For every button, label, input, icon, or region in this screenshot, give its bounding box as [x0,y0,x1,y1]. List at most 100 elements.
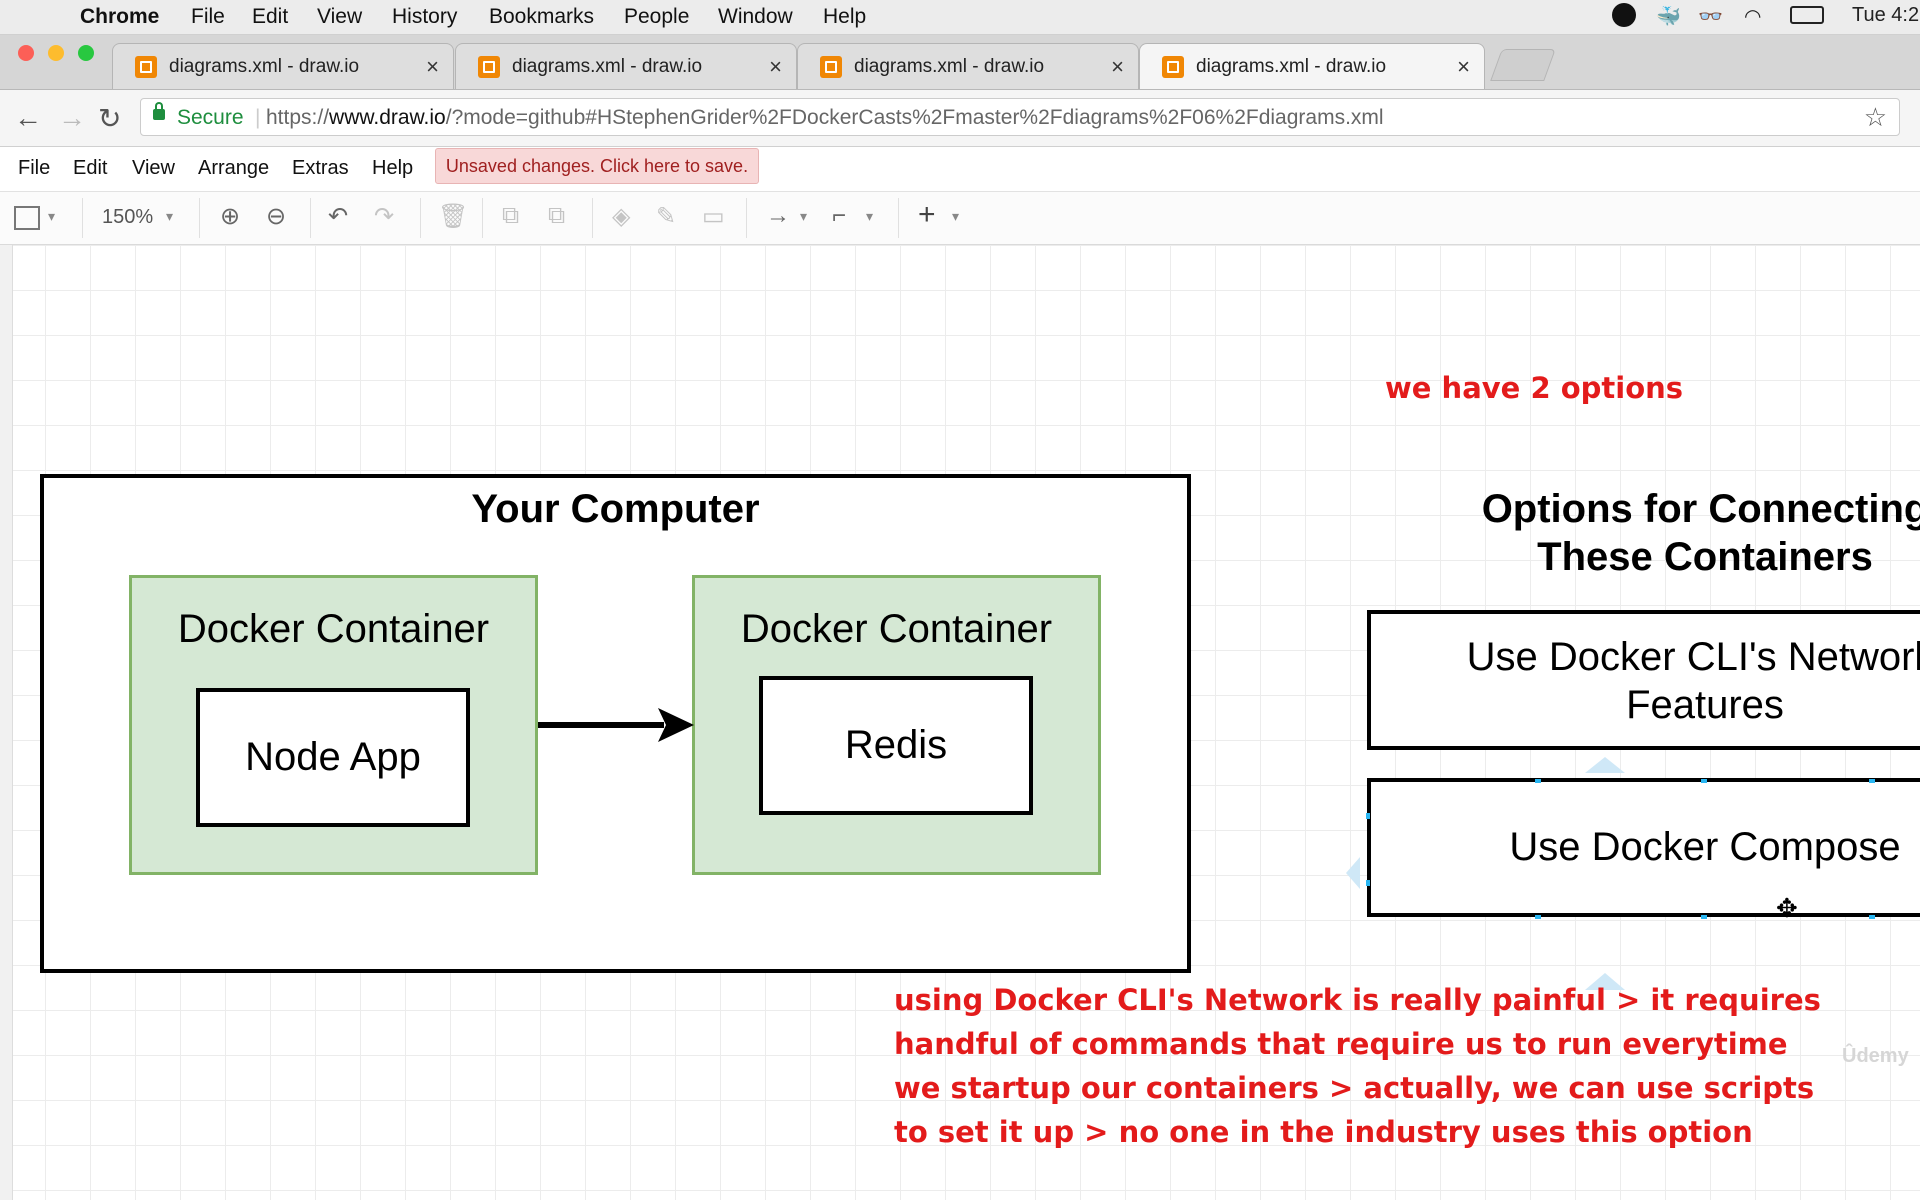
waypoints-icon[interactable]: ⌐ [832,202,847,229]
tab-title: diagrams.xml - draw.io [1196,56,1387,77]
redo-icon[interactable]: ↷ [374,203,395,230]
zoom-in-icon[interactable]: ⊕ [220,203,241,230]
menu-app-chrome[interactable]: Chrome [80,5,160,28]
drawio-menu-help[interactable]: Help [372,157,414,179]
node-app-box[interactable] [196,688,470,827]
toolbar-separator [746,198,747,238]
tab-title: diagrams.xml - draw.io [854,56,1045,77]
toolbar-separator [898,198,899,238]
options-heading: Options for Connecting These Containers [1380,485,1920,581]
toolbar-separator [310,198,311,238]
line-color-icon[interactable]: ✎ [656,203,677,230]
hover-arrow-up-icon [1585,757,1625,773]
chevron-down-icon[interactable]: ▾ [866,208,874,224]
zoom-level[interactable]: 150% [102,206,154,228]
to-back-icon[interactable]: ⧉ [548,202,566,229]
menu-help[interactable]: Help [823,5,867,28]
tab-close-icon[interactable]: × [1111,54,1124,79]
insert-plus-icon[interactable]: + [918,198,936,231]
note-line: to set it up > no one in the industry us… [894,1115,1753,1149]
macos-menu-bar: Chrome File Edit View History Bookmarks … [0,0,1920,35]
new-tab-button[interactable] [1490,49,1556,81]
note-line: using Docker CLI's Network is really pai… [894,983,1821,1017]
tab-title: diagrams.xml - draw.io [169,56,360,77]
drawio-menu-bar: File Edit View Arrange Extras Help Unsav… [0,147,1920,192]
option-docker-compose-box[interactable] [1367,778,1920,917]
browser-tab[interactable]: diagrams.xml - draw.io × [455,43,797,89]
browser-tab[interactable]: diagrams.xml - draw.io × [112,43,454,89]
connection-arrow[interactable] [536,700,696,750]
chevron-down-icon[interactable]: ▾ [952,208,960,224]
clock[interactable]: Tue 4:2 [1852,4,1920,26]
window-minimize-button[interactable] [48,45,64,61]
drawio-favicon-icon [135,56,157,78]
glasses-icon[interactable]: 👓 [1698,6,1723,28]
drawio-favicon-icon [478,56,500,78]
omnibox-separator: | [255,106,261,129]
url-host: www.draw.io [329,106,446,129]
option-docker-compose-label: Use Docker Compose [1509,825,1901,869]
address-bar: ← → ↻ Secure | https://www.draw.io/?mode… [0,90,1920,147]
menu-edit[interactable]: Edit [252,5,289,28]
options-heading-line1: Options for Connecting [1481,487,1920,531]
zoom-out-icon[interactable]: ⊖ [266,203,287,230]
udemy-watermark: Ûdemy [1842,1045,1909,1067]
bookmark-star-icon[interactable]: ☆ [1863,102,1887,132]
tab-close-icon[interactable]: × [769,54,782,79]
option-docker-cli-box[interactable] [1367,610,1920,750]
menu-window[interactable]: Window [718,5,793,28]
unsaved-changes-button[interactable]: Unsaved changes. Click here to save. [435,148,759,184]
url-path: /?mode=github#HStephenGrider%2FDockerCas… [445,106,1384,129]
recording-icon[interactable] [1612,3,1636,27]
note-line: handful of commands that require us to r… [894,1027,1788,1061]
shadow-icon[interactable]: ▭ [702,203,725,230]
drawio-menu-extras[interactable]: Extras [292,157,349,179]
docker-icon[interactable]: 🐳 [1656,6,1681,28]
forward-arrow-icon[interactable]: → [58,102,86,133]
to-front-icon[interactable]: ⧉ [502,202,520,229]
menu-file[interactable]: File [191,5,225,28]
drawio-menu-view[interactable]: View [132,157,175,179]
redis-box[interactable] [759,676,1033,815]
reload-icon[interactable]: ↻ [98,103,122,134]
sidebar-collapsed-strip[interactable] [0,245,13,1200]
drawio-toolbar: ▾ 150% ▾ ⊕ ⊖ ↶ ↷ 🗑 ⧉ ⧉ ◈ ✎ ▭ → ▾ ⌐ ▾ + ▾ [0,192,1920,245]
drawio-menu-arrange[interactable]: Arrange [198,157,270,179]
tab-close-icon[interactable]: × [1457,54,1470,79]
docker-container-right-title: Docker Container [740,607,1053,651]
wifi-icon[interactable]: ◠ [1744,6,1762,28]
back-arrow-icon[interactable]: ← [14,102,42,133]
tab-title: diagrams.xml - draw.io [512,56,703,77]
selection-handles[interactable] [1330,745,1920,1005]
format-panel-icon[interactable] [14,206,40,230]
menu-view[interactable]: View [317,5,363,28]
your-computer-title: Your Computer [471,487,760,531]
menu-history[interactable]: History [392,5,458,28]
connection-arrow-icon[interactable]: → [766,202,790,229]
battery-icon[interactable] [1790,6,1824,24]
chevron-down-icon[interactable]: ▾ [48,208,56,224]
lock-icon [153,102,165,120]
drawio-menu-file[interactable]: File [18,157,51,179]
menu-bookmarks[interactable]: Bookmarks [489,5,595,28]
browser-tab[interactable]: diagrams.xml - draw.io × [797,43,1139,89]
browser-tab-active[interactable]: diagrams.xml - draw.io × [1139,43,1485,89]
delete-icon[interactable]: 🗑 [438,203,469,230]
toolbar-separator [592,198,593,238]
window-close-button[interactable] [18,45,34,61]
tab-close-icon[interactable]: × [426,54,439,79]
chevron-down-icon[interactable]: ▾ [166,208,174,224]
fill-color-icon[interactable]: ◈ [612,203,631,230]
chevron-down-icon[interactable]: ▾ [800,208,808,224]
drawio-favicon-icon [820,56,842,78]
toolbar-separator [482,198,483,238]
move-cursor-icon: ✥ [1776,893,1798,923]
diagram-canvas[interactable]: Your Computer Docker Container Node App … [0,245,1920,1200]
drawio-menu-edit[interactable]: Edit [73,157,108,179]
url-omnibox[interactable]: Secure | https://www.draw.io/?mode=githu… [140,98,1900,136]
url-text[interactable]: https://www.draw.io/?mode=github#HStephe… [266,106,1384,130]
menu-people[interactable]: People [624,5,690,28]
undo-icon[interactable]: ↶ [328,203,349,230]
window-zoom-button[interactable] [78,45,94,61]
options-heading-line2: These Containers [1537,535,1873,579]
